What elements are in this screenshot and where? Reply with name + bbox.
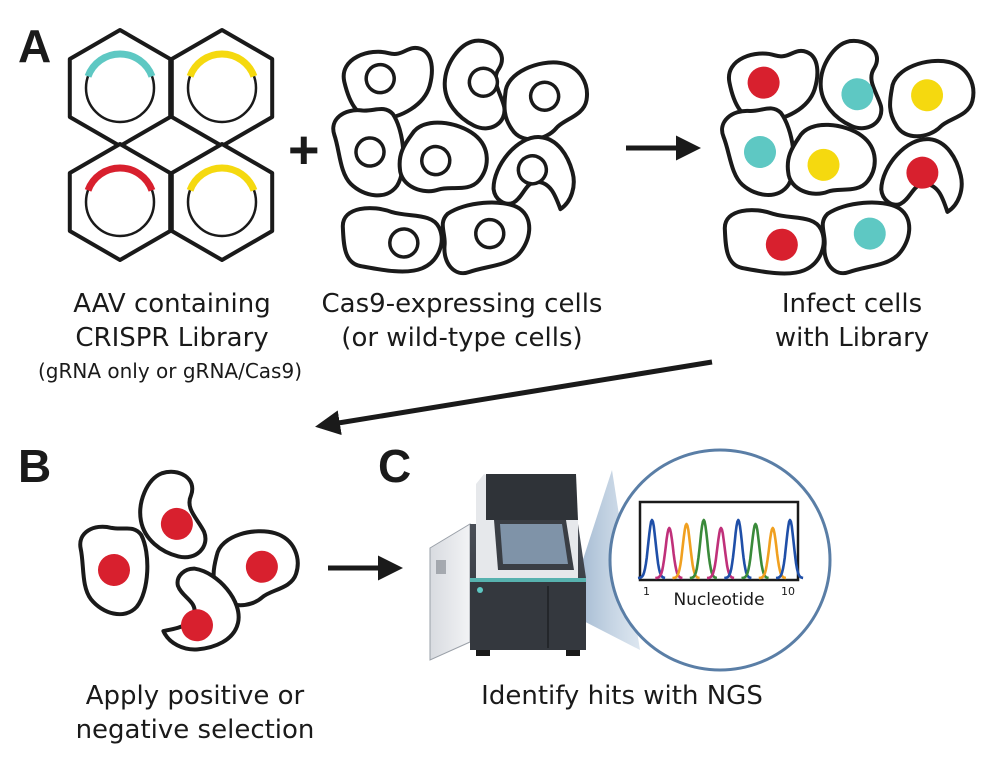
plasmid-insert bbox=[186, 50, 258, 78]
cell bbox=[437, 196, 536, 277]
aav-capsid bbox=[169, 28, 275, 148]
infected-cells bbox=[717, 31, 985, 279]
infected-cell bbox=[724, 45, 825, 127]
aav-library-capsids bbox=[67, 28, 275, 262]
caption-ngs: Identify hits with NGS bbox=[481, 681, 763, 711]
cell bbox=[338, 42, 441, 126]
caption-cas9-line2: (or wild-type cells) bbox=[341, 323, 582, 353]
infected-cell bbox=[807, 31, 903, 136]
chromatogram-zoom: 1 10 Nucleotide bbox=[608, 448, 832, 672]
plasmid-insert bbox=[84, 50, 156, 78]
cell bbox=[393, 114, 495, 203]
cell bbox=[482, 122, 593, 233]
ngs-sequencer-icon bbox=[429, 470, 640, 661]
chart-frame bbox=[638, 500, 800, 582]
infected-cell bbox=[877, 49, 985, 145]
caption-aav-line3: (gRNA only or gRNA/Cas9) bbox=[38, 359, 302, 383]
cas9-expressing-cells bbox=[329, 30, 600, 277]
arrow-to-selection bbox=[315, 359, 713, 436]
plus-sign: + bbox=[288, 120, 320, 180]
plasmid-insert bbox=[186, 164, 258, 192]
caption-aav-line1: AAV containing bbox=[73, 289, 270, 319]
caption-select-line2: negative selection bbox=[76, 715, 315, 745]
cell bbox=[329, 104, 409, 201]
plasmid-insert bbox=[84, 164, 156, 192]
selected-cells bbox=[78, 465, 307, 671]
chromatogram-peaks bbox=[637, 518, 804, 580]
caption-select-line1: Apply positive or bbox=[86, 681, 305, 711]
caption-cas9-line1: Cas9-expressing cells bbox=[322, 289, 603, 319]
cell bbox=[490, 49, 600, 149]
infected-cell bbox=[782, 117, 882, 204]
selected-cell bbox=[78, 526, 149, 615]
panel-letter-c: C bbox=[378, 440, 411, 492]
selected-cell bbox=[132, 465, 217, 563]
x-tick-label-1: 1 bbox=[643, 585, 650, 598]
panel-letter-a: A bbox=[18, 20, 51, 72]
caption-aav-line2: CRISPR Library bbox=[75, 323, 268, 353]
infected-cell bbox=[870, 124, 981, 235]
caption-infect-line2: with Library bbox=[775, 323, 929, 353]
aav-capsid bbox=[67, 142, 173, 262]
chromatogram-peak bbox=[775, 518, 804, 580]
zoom-circle bbox=[608, 448, 832, 672]
x-axis-label: Nucleotide bbox=[673, 590, 764, 610]
cell bbox=[337, 204, 446, 277]
cell bbox=[430, 30, 528, 137]
infected-cell bbox=[719, 206, 828, 279]
infected-cell bbox=[817, 196, 916, 277]
selected-cell bbox=[203, 521, 307, 613]
aav-capsid bbox=[169, 142, 275, 262]
panel-letter-b: B bbox=[18, 440, 51, 492]
caption-infect-line1: Infect cells bbox=[782, 289, 922, 319]
aav-capsid bbox=[67, 28, 173, 148]
infected-cell bbox=[717, 102, 802, 203]
selected-cell bbox=[141, 557, 256, 671]
x-tick-label-10: 10 bbox=[781, 585, 795, 598]
